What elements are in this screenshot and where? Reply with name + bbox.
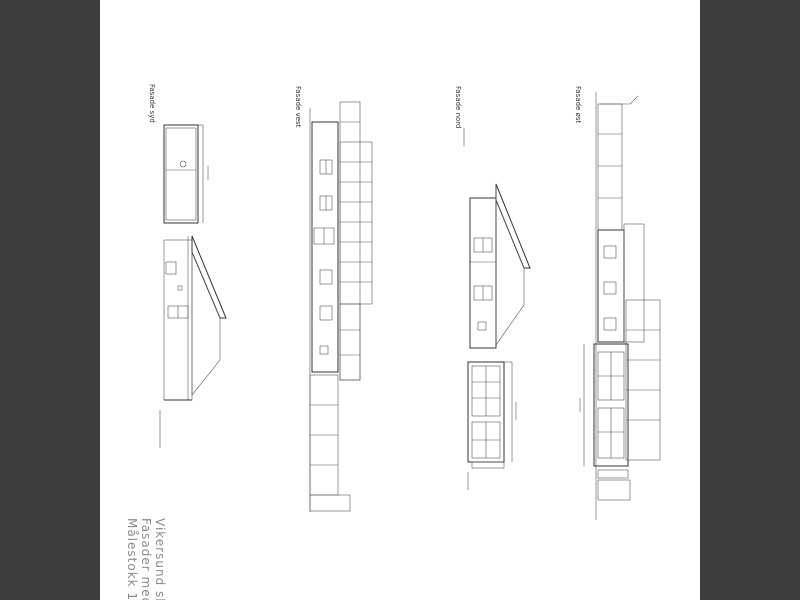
label-fasade-nord: Fasade nord [454, 86, 462, 129]
title-line-3: Målestokk 1:2 [125, 518, 139, 600]
title-line-2: Fasader med [139, 518, 153, 600]
elevation-south: Fasade syd [148, 84, 227, 448]
label-fasade-ost: Fasade øst [574, 86, 582, 124]
elevation-north: Fasade nord [454, 86, 531, 490]
title-line-1: Vikersund sk [153, 518, 167, 600]
elevation-west: Fasade vest [294, 86, 373, 512]
label-fasade-vest: Fasade vest [294, 86, 302, 128]
elevation-east: Fasade øst [574, 86, 661, 520]
title-block: Vikersund sk Fasader med Målestokk 1:2 [125, 518, 167, 600]
elevation-drawing: Fasade syd [125, 84, 661, 600]
label-fasade-syd: Fasade syd [148, 84, 156, 123]
drawing-sheet: Fasade syd [100, 0, 700, 600]
